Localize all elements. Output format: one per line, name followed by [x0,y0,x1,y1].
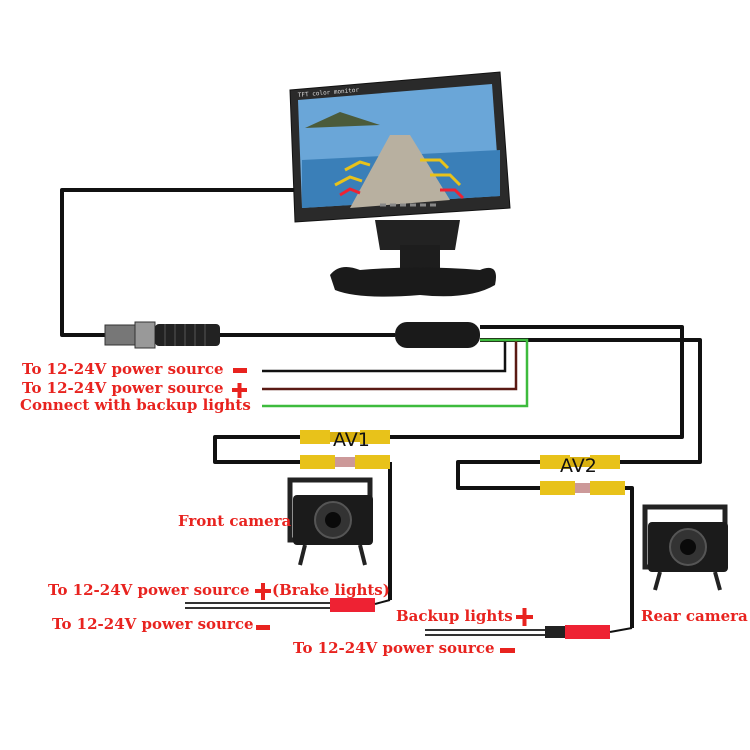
av2-cable [480,338,702,464]
av2-connector: AV2 [540,455,625,495]
rear-camera-cable [620,486,634,628]
label-backup-lights-plus: Backup lights [396,607,513,625]
av1-connector: AV1 [300,429,390,469]
rear-camera [642,504,728,591]
front-camera [287,477,373,566]
rear-red-connector [565,625,610,639]
monitor-cable [60,188,300,337]
wire-positive [262,338,518,391]
label-front-power-plus: To 12-24V power source [48,581,250,599]
camera-leads [185,598,633,639]
wire-backup [262,338,529,408]
label-rear-camera: Rear camera [641,607,748,625]
plus-icon [255,583,271,600]
av1-cable [390,325,684,439]
monitor: TFT color monitor [289,71,511,297]
main-cables [60,188,702,628]
label-front-power-minus: To 12-24V power source [52,615,254,633]
minus-icon [233,368,247,373]
av2-label: AV2 [560,455,597,477]
label-rear-power-minus: To 12-24V power source [293,639,495,657]
av2-rca-cable [456,460,545,490]
junction-box [395,322,480,348]
av1-rca-cable [213,435,305,464]
label-power-minus: To 12-24V power source [22,360,224,378]
label-power-plus: To 12-24V power source [22,379,224,397]
plus-icon [232,383,247,398]
minus-icon [256,625,270,630]
av1-label: AV1 [333,429,370,451]
minus-icon [500,648,515,653]
label-brake-lights: (Brake lights) [272,581,390,599]
din-connector [104,321,220,349]
front-red-connector [330,598,375,612]
label-backup-lights: Connect with backup lights [20,396,251,414]
label-front-camera: Front camera [178,512,292,530]
plus-icon [516,608,533,626]
labels: To 12-24V power source To 12-24V power s… [20,360,748,657]
power-wires [262,338,529,408]
